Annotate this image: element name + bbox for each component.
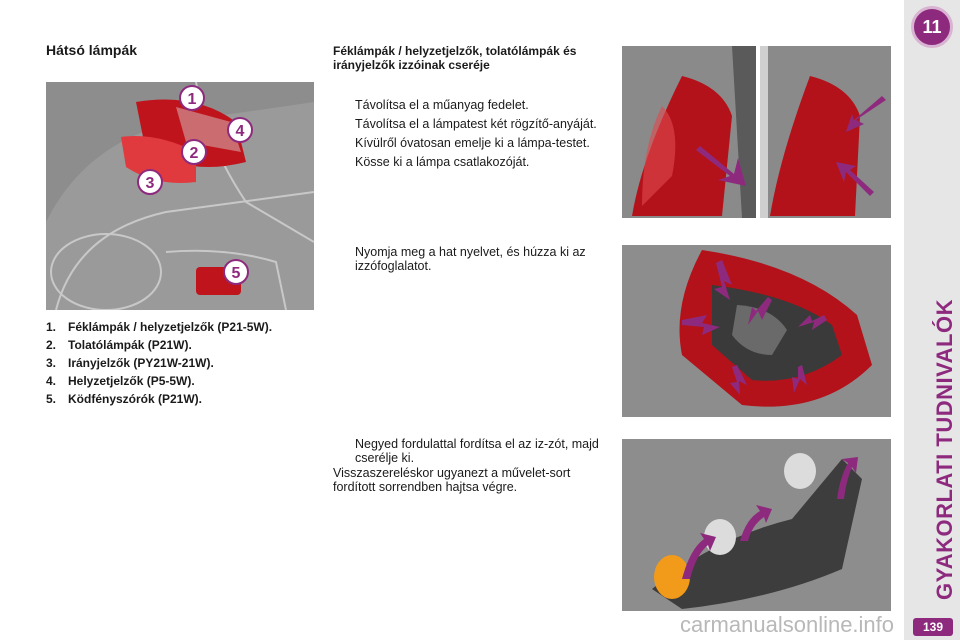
arrow-icon	[682, 260, 827, 395]
arrow-icon	[696, 146, 746, 186]
step-item: Távolítsa el a műanyag fedelet.	[333, 98, 605, 112]
svg-text:2: 2	[190, 145, 199, 162]
svg-text:4: 4	[236, 123, 245, 140]
svg-text:5: 5	[232, 265, 241, 282]
subsection-title: Féklámpák / helyzetjelzők, tolatólámpák …	[333, 44, 577, 72]
bulb-list-item: 3.Irányjelzők (PY21W-21W).	[46, 356, 214, 370]
lamp-removal-photo-1	[622, 46, 756, 218]
callout-5: 5	[223, 259, 249, 285]
callout-2: 2	[181, 139, 207, 165]
chapter-title: GYAKORLATI TUDNIVALÓK	[932, 299, 957, 600]
arrow-icon	[682, 457, 858, 579]
callout-1: 1	[179, 85, 205, 111]
step-item: Nyomja meg a hat nyelvet, és húzza ki az…	[333, 245, 605, 273]
watermark: carmanualsonline.info	[680, 612, 895, 637]
bullet-icon	[333, 136, 355, 150]
bulb-list: 1.Féklámpák / helyzetjelzők (P21-5W). 2.…	[46, 320, 316, 410]
steps-holder: Nyomja meg a hat nyelvet, és húzza ki az…	[333, 245, 605, 278]
bulb-list-item: 1.Féklámpák / helyzetjelzők (P21-5W).	[46, 320, 273, 334]
section-title: Hátsó lámpák	[46, 42, 138, 58]
reassembly-note: Visszaszereléskor ugyanezt a művelet-sor…	[333, 466, 571, 494]
bullet-icon	[333, 437, 355, 465]
bulb-replacement-photo	[622, 439, 891, 611]
step-item: Kívülről óvatosan emelje ki a lámpa-test…	[333, 136, 605, 150]
steps-removal: Távolítsa el a műanyag fedelet. Távolíts…	[333, 98, 605, 174]
callout-3: 3	[137, 169, 163, 195]
bullet-icon	[333, 245, 355, 273]
bullet-icon	[333, 155, 355, 169]
svg-text:3: 3	[146, 175, 155, 192]
bulb-holder-photo	[622, 245, 891, 417]
lamp-removal-photo-2	[760, 46, 891, 218]
step-item: Negyed fordulattal fordítsa el az iz-zót…	[333, 437, 605, 465]
rear-lamps-overview-image: 1 2 3 4 5	[46, 81, 315, 311]
step-item: Távolítsa el a lámpatest két rögzítő-any…	[333, 117, 605, 131]
step-item: Kösse ki a lámpa csatlakozóját.	[333, 155, 605, 169]
chapter-tab	[904, 0, 960, 640]
bulb-list-item: 5.Ködfényszórók (P21W).	[46, 392, 203, 406]
bulb-list-item: 2.Tolatólámpák (P21W).	[46, 338, 192, 352]
steps-bulb: Negyed fordulattal fordítsa el az iz-zót…	[333, 437, 605, 470]
callout-4: 4	[227, 117, 253, 143]
svg-text:1: 1	[188, 91, 197, 108]
page-number: 139	[913, 618, 953, 636]
arrow-icon	[836, 96, 886, 196]
bulb-list-item: 4.Helyzetjelzők (P5-5W).	[46, 374, 195, 388]
chapter-number-badge: 11	[911, 6, 953, 48]
bullet-icon	[333, 117, 355, 131]
bullet-icon	[333, 98, 355, 112]
